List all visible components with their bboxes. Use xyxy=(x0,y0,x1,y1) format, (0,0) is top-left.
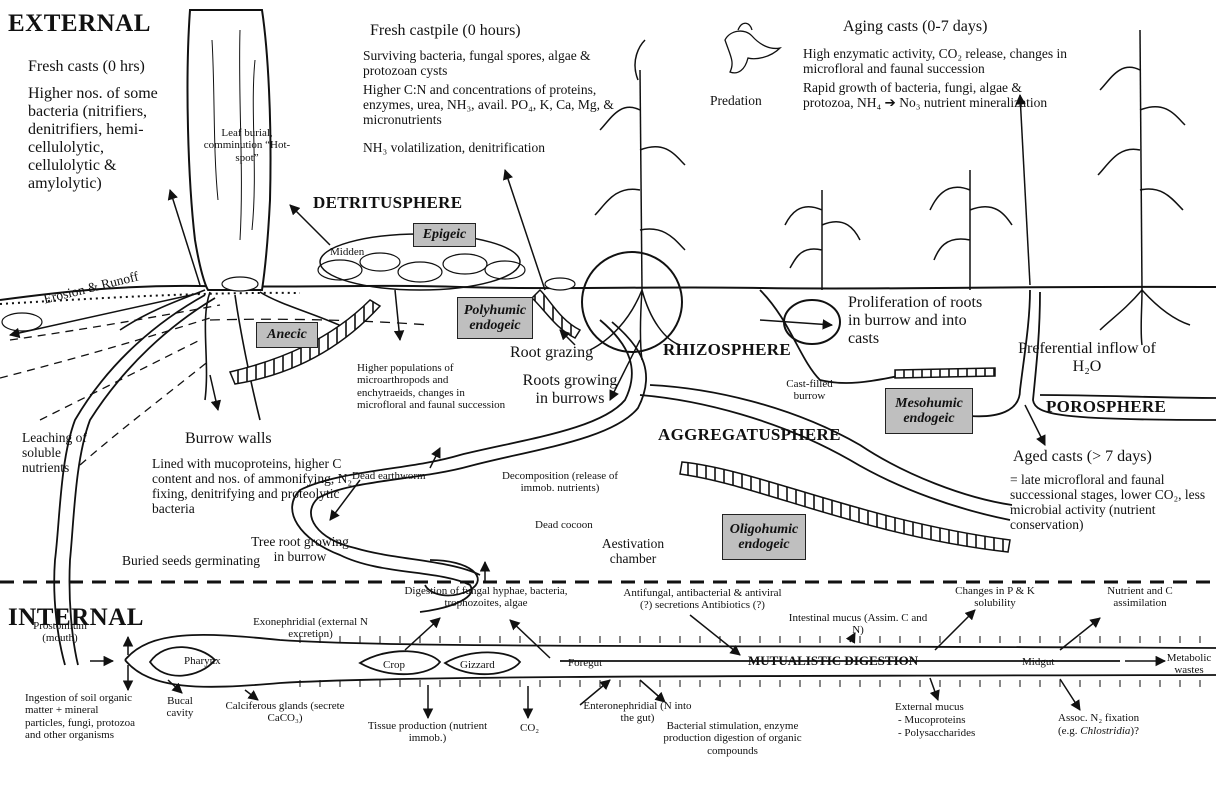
external-mucus-item-1: - Mucoproteins xyxy=(898,714,966,726)
aged-casts-title: Aged casts (> 7 days) xyxy=(1013,448,1152,465)
exonephridial-label: Exonephridial (external N excretion) xyxy=(253,616,368,641)
digestion-fungal-label: Digestion of fungal hyphae, bacteria, tr… xyxy=(404,585,568,610)
burrow-walls-title: Burrow walls xyxy=(185,430,272,447)
microarthropods-label: Higher populations of microarthropods an… xyxy=(357,362,506,411)
pharynx-label: Pharynx xyxy=(184,655,221,667)
ingestion-label: Ingestion of soil organic matter + miner… xyxy=(25,692,135,741)
burrows xyxy=(53,289,1216,666)
preferential-inflow-label: Preferential inflow of H₂O xyxy=(1018,340,1156,375)
fresh-castpile-line2: Higher C:N and concentrations of protein… xyxy=(363,82,614,128)
aggregatusphere-label: AGGREGATUSPHERE xyxy=(658,425,841,444)
aged-casts-body: = late microfloral and faunal succession… xyxy=(1010,472,1206,533)
bucal-cavity-label: Bucal cavity xyxy=(166,695,194,720)
soil-surface xyxy=(0,284,1216,466)
leaves xyxy=(1,233,576,332)
proliferation-label: Proliferation of roots in burrow and int… xyxy=(848,294,983,347)
fresh-castpile-line3: NH₃ volatilization, denitrification xyxy=(363,140,546,155)
midden-label: Midden xyxy=(330,246,365,258)
nutrient-c-label: Nutrient and C assimilation xyxy=(1107,585,1173,610)
mutualistic-digestion-label: MUTUALISTIC DIGESTION xyxy=(748,653,919,668)
metabolic-wastes-label: Metabolic wastes xyxy=(1166,652,1212,677)
anecic-box: Anecic xyxy=(256,322,318,348)
burrow-walls-body: Lined with mucoproteins, higher C conten… xyxy=(152,456,353,517)
changes-pk-label: Changes in P & K solubility xyxy=(955,585,1035,610)
fresh-casts-title: Fresh casts (0 hrs) xyxy=(28,58,145,75)
aging-casts-title: Aging casts (0-7 days) xyxy=(843,18,988,35)
leaching-label: Leaching of soluble nutrients xyxy=(22,430,87,476)
cast-filled-burrow-label: Cast-filled burrow xyxy=(786,378,833,403)
dead-earthworm-label: Dead earthworm xyxy=(352,470,426,482)
mesohumic-box: Mesohumic endogeic xyxy=(885,388,973,434)
assoc-n2-fixation-label: Assoc. N₂ fixation xyxy=(1058,712,1140,724)
internal-arrows xyxy=(122,609,1167,720)
external-section-label: EXTERNAL xyxy=(8,10,151,37)
aging-casts-line2: Rapid growth of bacteria, fungi, algae &… xyxy=(803,80,1048,111)
prostomium-label: Prostomium (mouth) xyxy=(33,620,87,645)
oligohumic-box: Oligohumic endogeic xyxy=(722,514,806,560)
tree-root-label: Tree root growing in burrow xyxy=(251,534,349,565)
leaf-burial-label: Leaf burial, comminution “Hot-spot” xyxy=(203,127,291,164)
fresh-casts-body: Higher nos. of some bacteria (nitrifiers… xyxy=(28,85,158,192)
root-grazing-label: Root grazing xyxy=(510,344,594,361)
enteronephridial-label: Enteronephridial (N into the gut) xyxy=(583,700,692,725)
aestivation-chamber-label: Aestivation chamber xyxy=(601,536,665,567)
gut-ticks xyxy=(299,636,1201,687)
assoc-n2-example: (e.g. Chlostridia)? xyxy=(1058,725,1139,737)
worm-gut xyxy=(124,634,1216,688)
intestinal-mucus-label: Intestinal mucus (Assim. C and N) xyxy=(788,612,928,637)
predation-label: Predation xyxy=(710,93,762,108)
tissue-production-label: Tissue production (nutrient immob.) xyxy=(367,720,488,745)
calciferous-glands-label: Calciferous glands (secrete CaCO₃) xyxy=(225,700,345,725)
crop-label: Crop xyxy=(383,659,405,671)
porosphere-label: POROSPHERE xyxy=(1046,397,1167,416)
rhizosphere-label: RHIZOSPHERE xyxy=(663,340,791,359)
decomposition-label: Decomposition (release of immob. nutrien… xyxy=(501,470,619,495)
fresh-castpile-line1: Surviving bacteria, fungal spores, algae… xyxy=(363,48,591,79)
epigeic-box: Epigeic xyxy=(413,223,476,247)
midgut-label: Midgut xyxy=(1022,656,1055,668)
aging-casts-line1: High enzymatic activity, CO₂ release, ch… xyxy=(803,46,1067,77)
external-mucus-title: External mucus xyxy=(895,701,964,713)
bacterial-stimulation-label: Bacterial stimulation, enzyme production… xyxy=(663,720,802,757)
polyhumic-box: Polyhumic endogeic xyxy=(457,297,533,339)
bird xyxy=(724,22,782,74)
external-mucus-item-2: - Polysaccharides xyxy=(898,727,976,739)
detritusphere-label: DETRITUSPHERE xyxy=(313,193,463,212)
earthworms xyxy=(228,288,1011,553)
foregut-label: Foregut xyxy=(568,657,603,669)
roots-growing-label: Roots growing in burrows xyxy=(522,372,618,407)
dead-cocoon-label: Dead cocoon xyxy=(535,519,593,531)
arrows xyxy=(8,93,1046,667)
internal-section-label: INTERNAL xyxy=(8,604,144,631)
circles xyxy=(581,251,841,353)
antifungal-label: Antifungal, antibacterial & antiviral (?… xyxy=(623,587,782,612)
plants xyxy=(589,29,1191,361)
co2-label: CO₂ xyxy=(520,722,540,734)
tree-trunk xyxy=(119,9,351,421)
fresh-castpile-title: Fresh castpile (0 hours) xyxy=(370,22,521,39)
gizzard-label: Gizzard xyxy=(460,659,495,671)
buried-seeds-label: Buried seeds germinating xyxy=(122,553,260,568)
